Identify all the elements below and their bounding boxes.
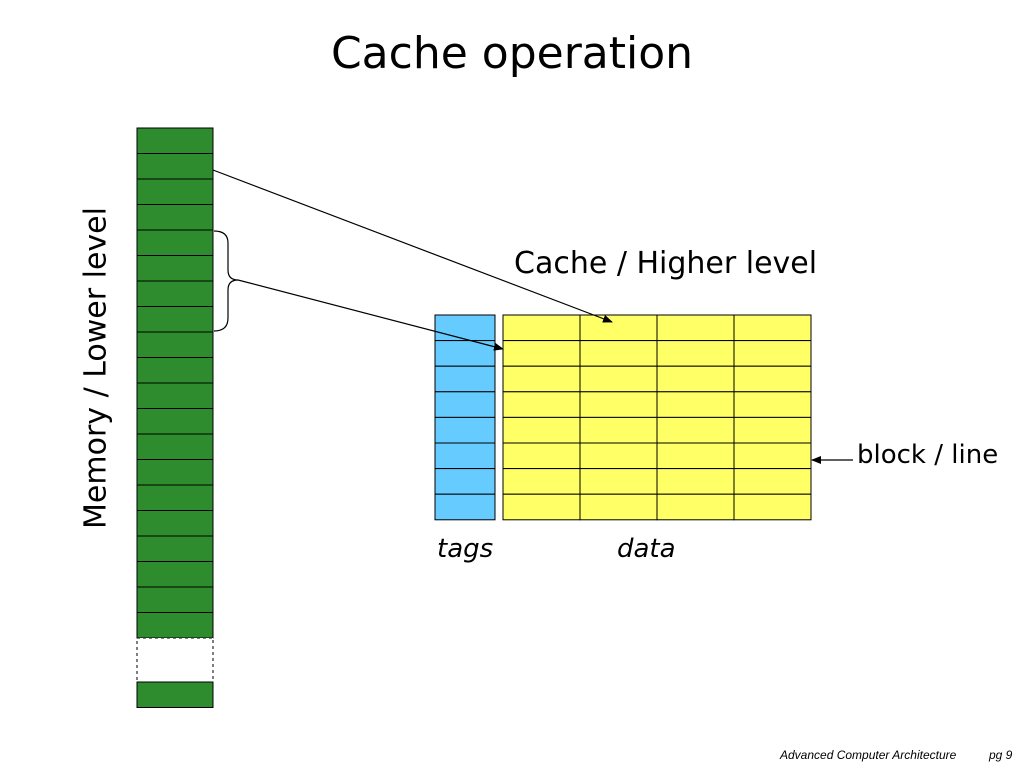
data-cell: [502, 493, 581, 521]
memory-block: [136, 153, 214, 180]
memory-block: [136, 204, 214, 231]
data-cell: [502, 314, 581, 342]
data-cell: [502, 365, 581, 393]
tag-cell: [434, 493, 496, 521]
memory-block: [136, 681, 214, 708]
data-cell: [502, 340, 581, 367]
data-cell: [656, 468, 735, 495]
data-cell: [656, 340, 735, 367]
footer-course-name: Advanced Computer Architecture: [780, 748, 957, 762]
tag-cell: [434, 314, 496, 342]
memory-block: [136, 255, 214, 282]
tags-column: [434, 314, 496, 521]
cache-label: Cache / Higher level: [514, 246, 818, 281]
data-grid: [502, 314, 812, 521]
memory-block: [136, 459, 214, 486]
data-cell: [656, 442, 735, 470]
memory-block: [136, 357, 214, 384]
data-cell: [733, 468, 812, 495]
memory-block: [136, 280, 214, 307]
data-cell: [733, 416, 812, 444]
memory-block: [136, 433, 214, 460]
data-cell: [579, 493, 658, 521]
memory-block: [136, 612, 214, 639]
mapping-arrow-single-block: [212, 169, 613, 323]
data-cell: [656, 416, 735, 444]
memory-block: [136, 306, 214, 333]
memory-label: Memory / Lower level: [78, 207, 114, 529]
data-cell: [502, 391, 581, 418]
memory-block: [136, 484, 214, 511]
data-cell: [656, 493, 735, 521]
data-cell: [579, 365, 658, 393]
tags-label: tags: [437, 534, 494, 564]
data-cell: [579, 340, 658, 367]
slide-title: Cache operation: [330, 28, 694, 79]
data-cell: [656, 391, 735, 418]
memory-block: [136, 331, 214, 358]
data-cell: [733, 442, 812, 470]
data-cell: [579, 314, 658, 342]
data-cell: [733, 493, 812, 521]
memory-block: [136, 178, 214, 205]
data-cell: [502, 442, 581, 470]
mapping-arrow-block-group: [237, 279, 504, 351]
tag-cell: [434, 391, 496, 418]
memory-gap: [136, 637, 214, 683]
slide-footer: Advanced Computer Architecture pg 9: [0, 748, 1024, 764]
memory-block: [136, 510, 214, 537]
data-cell: [656, 314, 735, 342]
data-cell: [579, 416, 658, 444]
tag-cell: [434, 416, 496, 444]
data-cell: [502, 468, 581, 495]
memory-block: [136, 561, 214, 588]
tag-cell: [434, 442, 496, 470]
data-cell: [502, 416, 581, 444]
tag-cell: [434, 468, 496, 495]
block-line-label: block / line: [857, 440, 999, 470]
data-cell: [733, 365, 812, 393]
memory-block: [136, 382, 214, 409]
data-label: data: [617, 534, 676, 564]
memory-group-brace: [213, 230, 239, 332]
memory-block: [136, 229, 214, 256]
footer-page-number: pg 9: [989, 748, 1013, 762]
tag-cell: [434, 365, 496, 393]
data-cell: [733, 314, 812, 342]
data-cell: [579, 442, 658, 470]
data-cell: [579, 391, 658, 418]
data-cell: [733, 340, 812, 367]
data-cell: [656, 365, 735, 393]
memory-block: [136, 127, 214, 154]
memory-block: [136, 408, 214, 435]
memory-column: [136, 127, 214, 708]
memory-block: [136, 586, 214, 613]
data-cell: [733, 391, 812, 418]
data-cell: [579, 468, 658, 495]
memory-block: [136, 535, 214, 562]
